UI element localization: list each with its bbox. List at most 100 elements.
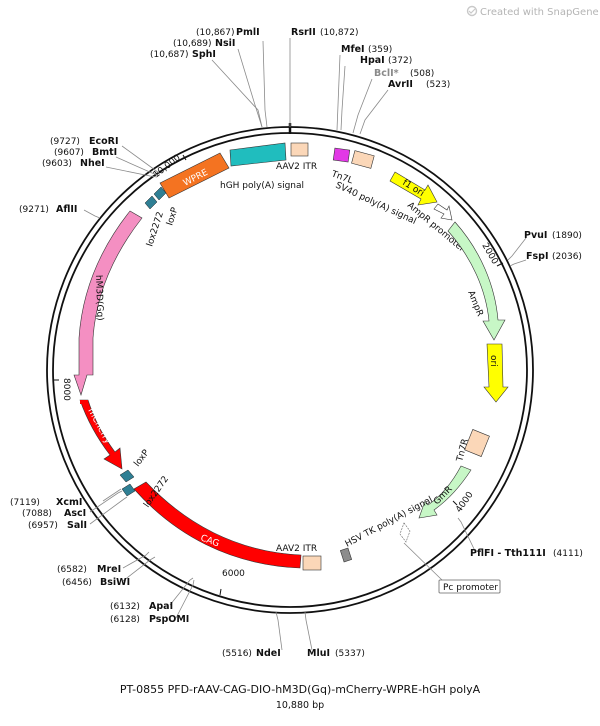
svg-text:(2036): (2036)	[552, 252, 582, 262]
svg-text:Pc promoter: Pc promoter	[443, 583, 498, 593]
svg-text:SphI: SphI	[192, 49, 216, 60]
svg-text:ApaI: ApaI	[149, 601, 173, 612]
snapgene-logo	[466, 5, 478, 17]
site-bcli[interactable]: BclI* (508)	[374, 68, 434, 79]
feature-tn7r[interactable]: Tn7R	[455, 429, 490, 464]
site-bsiwi[interactable]: (6456) BsiWI	[62, 577, 130, 588]
feature-mcherry[interactable]: mCherry	[79, 399, 123, 470]
site-nsii[interactable]: (10,689) NsiI	[173, 38, 235, 49]
feature-aav2-itr-bottom[interactable]: AAV2 ITR	[276, 544, 322, 571]
svg-text:MluI: MluI	[307, 648, 330, 659]
site-avrii[interactable]: AvrII (523)	[388, 79, 450, 90]
svg-text:BmtI: BmtI	[92, 147, 117, 158]
site-mfei[interactable]: MfeI (359)	[341, 44, 392, 55]
svg-text:PvuI: PvuI	[524, 230, 547, 241]
feature-hsv-tk-polya[interactable]: HSV TK poly(A) signal	[339, 495, 435, 563]
svg-text:(6582): (6582)	[57, 565, 87, 575]
svg-text:(6128): (6128)	[110, 615, 140, 625]
svg-text:RsrII: RsrII	[291, 27, 316, 38]
svg-text:AscI: AscI	[64, 508, 86, 519]
feature-tn7l[interactable]: Tn7L	[329, 147, 354, 186]
svg-text:(372): (372)	[388, 56, 412, 66]
map-size: 10,880 bp	[276, 700, 324, 711]
svg-text:AAV2 ITR: AAV2 ITR	[276, 162, 317, 172]
feature-f1-ori[interactable]: f1 ori	[389, 171, 438, 206]
feature-loxp-bottom[interactable]: loxP	[119, 448, 152, 483]
svg-text:PmlI: PmlI	[236, 27, 260, 38]
site-aflii[interactable]: (9271) AflII	[19, 204, 77, 215]
svg-text:hGH poly(A) signal: hGH poly(A) signal	[220, 181, 304, 191]
svg-text:SalI: SalI	[67, 520, 87, 531]
svg-text:(6132): (6132)	[110, 602, 140, 612]
site-bmti[interactable]: (9607) BmtI	[54, 147, 117, 158]
svg-text:(10,687): (10,687)	[150, 50, 189, 60]
svg-text:(9727): (9727)	[50, 137, 80, 147]
site-ecori[interactable]: (9727) EcoRI	[50, 136, 119, 147]
svg-text:(6456): (6456)	[62, 578, 92, 588]
feature-aav2-itr-top[interactable]: AAV2 ITR	[276, 142, 317, 172]
svg-text:loxP: loxP	[132, 448, 152, 469]
svg-text:NsiI: NsiI	[215, 38, 235, 49]
svg-text:HpaI: HpaI	[360, 55, 385, 66]
site-apai[interactable]: (6132) ApaI	[110, 601, 173, 612]
site-asci[interactable]: (7088) AscI	[22, 508, 86, 519]
svg-text:(508): (508)	[410, 69, 434, 79]
site-ndei[interactable]: (5516) NdeI	[222, 648, 281, 659]
svg-text:NheI: NheI	[80, 158, 105, 169]
site-rsrii[interactable]: RsrII (10,872)	[291, 27, 359, 38]
site-pmli[interactable]: (10,867) PmlI	[196, 27, 260, 38]
svg-text:EcoRI: EcoRI	[89, 136, 119, 147]
svg-text:(359): (359)	[368, 45, 392, 55]
svg-text:hM3D(Gq): hM3D(Gq)	[93, 275, 105, 321]
site-hpai[interactable]: HpaI (372)	[360, 55, 412, 66]
svg-text:f1 ori: f1 ori	[400, 178, 425, 199]
site-fspi[interactable]: FspI (2036)	[526, 251, 582, 262]
svg-text:loxP: loxP	[165, 206, 180, 227]
site-pspomi[interactable]: (6128) PspOMI	[110, 614, 189, 625]
svg-text:MfeI: MfeI	[341, 44, 365, 55]
svg-text:PflFI - Tth111I: PflFI - Tth111I	[470, 548, 546, 559]
svg-text:(10,867): (10,867)	[196, 28, 235, 38]
svg-text:(7119): (7119)	[10, 498, 40, 508]
map-title: PT-0855 PFD-rAAV-CAG-DIO-hM3D(Gq)-mCherr…	[120, 683, 481, 696]
feature-pc-promoter[interactable]: Pc promoter	[399, 522, 501, 594]
svg-text:(9603): (9603)	[42, 159, 72, 169]
svg-text:(1890): (1890)	[552, 231, 582, 241]
site-sphi[interactable]: (10,687) SphI	[150, 49, 216, 60]
svg-text:ori: ori	[488, 355, 498, 367]
site-pflfi-tth111i[interactable]: PflFI - Tth111I (4111)	[470, 548, 583, 559]
tick-6000: 6000	[222, 569, 245, 579]
svg-text:NdeI: NdeI	[256, 648, 281, 659]
svg-text:AmpR: AmpR	[465, 289, 484, 318]
svg-text:MreI: MreI	[97, 564, 121, 575]
svg-text:XcmI: XcmI	[56, 497, 82, 508]
tick-4000: 4000	[454, 490, 475, 515]
feature-ori[interactable]: ori	[483, 343, 509, 403]
svg-text:(4111): (4111)	[553, 549, 583, 559]
feature-lox2272-top[interactable]: lox2272	[144, 195, 166, 248]
credit-text: Created with SnapGene®	[480, 7, 600, 18]
svg-text:BclI*: BclI*	[374, 68, 399, 79]
feature-ampr[interactable]: AmpR	[447, 221, 506, 341]
svg-text:(10,872): (10,872)	[320, 28, 359, 38]
svg-text:(7088): (7088)	[22, 509, 52, 519]
svg-text:(6957): (6957)	[28, 521, 58, 531]
svg-text:(5337): (5337)	[335, 649, 365, 659]
backbone	[46, 123, 534, 614]
site-pvui[interactable]: PvuI (1890)	[524, 230, 582, 241]
site-mlui[interactable]: MluI (5337)	[307, 648, 365, 659]
site-nhei[interactable]: (9603) NheI	[42, 158, 105, 169]
svg-text:(9271): (9271)	[19, 205, 49, 215]
site-sali[interactable]: (6957) SalI	[28, 520, 87, 531]
svg-text:BsiWI: BsiWI	[100, 577, 130, 588]
svg-text:AAV2 ITR: AAV2 ITR	[276, 544, 317, 554]
svg-text:lox2272: lox2272	[145, 211, 166, 248]
svg-text:HSV TK poly(A) signal: HSV TK poly(A) signal	[344, 495, 435, 550]
feature-hm3dgq[interactable]: hM3D(Gq)	[73, 210, 143, 396]
svg-text:AvrII: AvrII	[388, 79, 413, 90]
site-xcmi[interactable]: (7119) XcmI	[10, 497, 82, 508]
feature-hgh-polya[interactable]: hGH poly(A) signal	[220, 142, 304, 191]
svg-text:AflII: AflII	[56, 204, 77, 215]
site-mrei[interactable]: (6582) MreI	[57, 564, 121, 575]
